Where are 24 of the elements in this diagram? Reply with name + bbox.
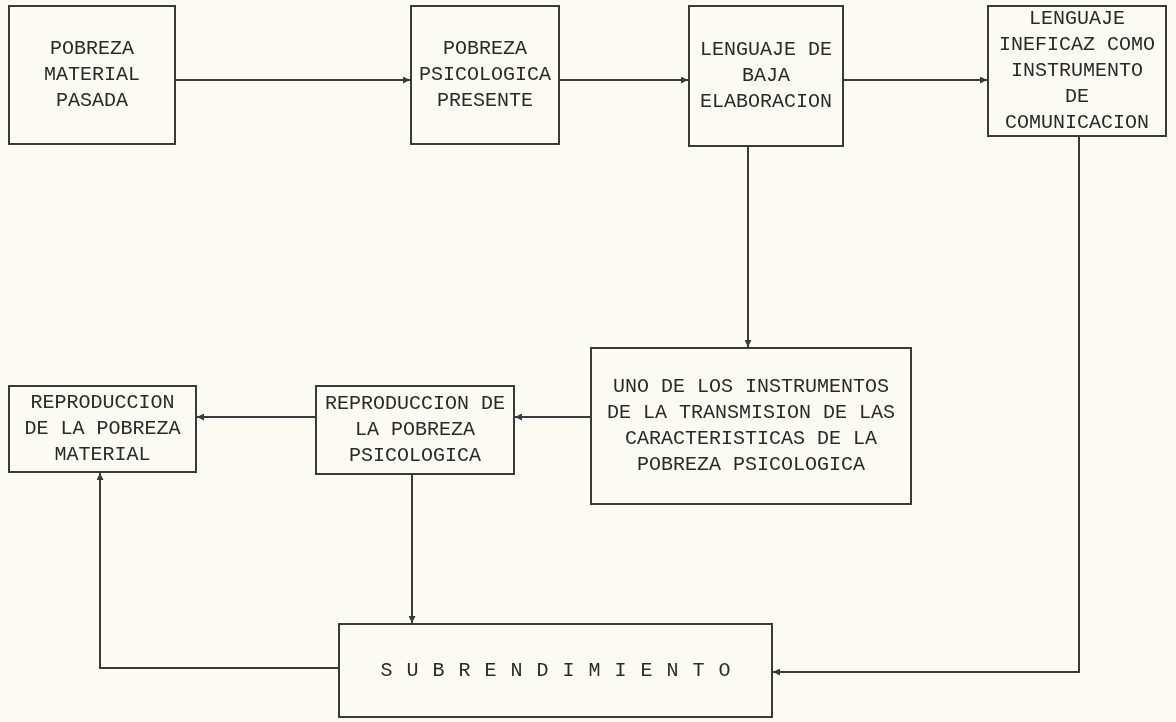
box-label: REPRODUCCION DE LA POBREZA PSICOLOGICA	[324, 391, 506, 469]
process-box	[410, 5, 560, 145]
process-box	[338, 623, 773, 718]
box-label: POBREZA PSICOLOGICA PRESENTE	[418, 36, 552, 114]
arrow	[559, 76, 689, 84]
process-box	[8, 385, 197, 473]
box-label: LENGUAJE INEFICAZ COMO INSTRUMENTO DE COMUNICACION	[998, 6, 1156, 136]
process-box	[8, 5, 176, 145]
arrow	[175, 76, 411, 84]
box-label: UNO DE LOS INSTRUMENTOS DE LA TRANSMISION DE LAS CARACTERISTICAS DE LA POBREZA PSICOLOGICA	[605, 374, 896, 478]
arrow	[514, 413, 591, 421]
arrow	[96, 472, 339, 669]
arrow	[772, 136, 1080, 676]
arrow	[408, 474, 416, 624]
process-box	[315, 385, 515, 475]
arrow	[744, 146, 752, 348]
box-label: SUBRENDIMIENTO	[380, 657, 745, 684]
box-label: LENGUAJE DE BAJA ELABORACION	[699, 37, 833, 115]
process-box	[590, 347, 912, 505]
arrow	[843, 76, 988, 84]
box-label: POBREZA MATERIAL PASADA	[43, 36, 141, 114]
arrow	[196, 413, 316, 421]
box-label: REPRODUCCION DE LA POBREZA MATERIAL	[23, 390, 182, 468]
process-box	[688, 5, 844, 147]
